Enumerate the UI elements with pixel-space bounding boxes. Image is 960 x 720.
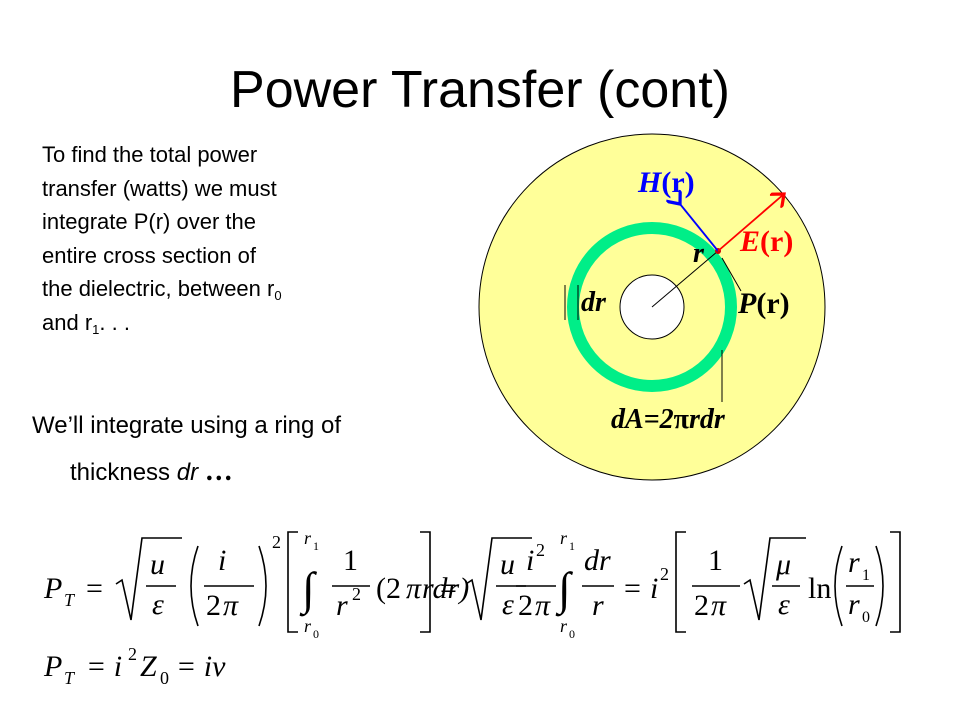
svg-text:r: r (336, 589, 348, 622)
intro-line: and r1. . . (42, 309, 130, 337)
svg-text:r: r (592, 589, 604, 622)
h-field-label: H(r) (637, 166, 695, 199)
svg-text:∫: ∫ (555, 563, 573, 617)
svg-text:i: i (218, 544, 226, 577)
svg-text:2: 2 (206, 589, 221, 622)
svg-text:r: r (848, 546, 860, 579)
bracket-right (890, 531, 901, 633)
svg-text:0: 0 (569, 627, 575, 641)
intro-line: the dielectric, between r0 (42, 276, 282, 304)
h-field-arrow (680, 204, 719, 252)
svg-text:1: 1 (343, 544, 358, 577)
slide-title: Power Transfer (cont) (230, 61, 730, 119)
integration-ring (567, 222, 737, 392)
svg-text:∫: ∫ (299, 563, 317, 617)
svg-text:r: r (304, 616, 312, 636)
svg-text:=: = (440, 572, 457, 605)
svg-text:2: 2 (660, 564, 669, 584)
radius-label: r (693, 238, 705, 269)
power-label: P(r) (737, 287, 790, 320)
sqrt-sign (465, 537, 532, 621)
bracket-left (287, 531, 298, 633)
ring-description: We’ll integrate using a ring of thicknes… (32, 408, 472, 491)
svg-text:2: 2 (128, 644, 137, 664)
svg-text:1: 1 (708, 544, 723, 577)
svg-text:ln: ln (808, 572, 831, 605)
svg-text:0: 0 (160, 668, 169, 688)
svg-text:π: π (711, 589, 727, 622)
intro-line: transfer (watts) we must (42, 175, 277, 201)
svg-text:2: 2 (352, 584, 361, 604)
svg-text:P: P (43, 572, 62, 605)
intro-paragraph: To find the total power transfer (watts)… (42, 138, 432, 340)
equation-2: P T = i 2 Z 0 = iv (43, 644, 226, 688)
svg-text:r: r (560, 528, 568, 548)
svg-text:μ: μ (775, 548, 791, 581)
sqrt-sign (115, 537, 182, 621)
svg-text:ε: ε (502, 588, 514, 621)
svg-text:π: π (223, 589, 239, 622)
e-field-arrow (717, 194, 784, 252)
paren-right (258, 545, 267, 627)
ring-line: thickness dr … (70, 456, 233, 487)
svg-text:(2: (2 (376, 572, 401, 605)
e-field-label: E(r) (739, 225, 793, 258)
svg-text:0: 0 (313, 627, 319, 641)
intro-line: To find the total power (42, 142, 258, 167)
dr-label: dr (581, 287, 607, 318)
ring-line: We’ll integrate using a ring of (32, 412, 342, 439)
area-label: dA=2πrdr (611, 404, 726, 435)
svg-text:π: π (406, 572, 422, 605)
svg-text:= i: = i (86, 650, 122, 683)
bracket-left (675, 531, 686, 633)
svg-text:i: i (650, 572, 658, 605)
svg-text:r: r (560, 616, 568, 636)
svg-text:= iv: = iv (176, 650, 226, 683)
svg-text:2: 2 (536, 540, 545, 560)
paren-left (834, 545, 843, 627)
paren-left (190, 545, 199, 627)
intro-line: entire cross section of (42, 242, 256, 268)
svg-text:0: 0 (862, 609, 870, 626)
svg-text:i: i (526, 544, 534, 577)
svg-text:dr: dr (584, 544, 611, 577)
svg-text:ε: ε (778, 588, 790, 621)
svg-text:Z: Z (140, 650, 157, 683)
svg-text:r: r (304, 528, 312, 548)
paren-right (875, 545, 884, 627)
svg-text:T: T (64, 668, 76, 688)
svg-text:1: 1 (313, 539, 319, 553)
svg-text:=: = (86, 572, 103, 605)
power-leader (721, 257, 742, 292)
bracket-right (420, 531, 431, 633)
svg-text:2: 2 (518, 589, 533, 622)
svg-text:P: P (43, 650, 62, 683)
svg-text:u: u (500, 548, 515, 581)
svg-text:u: u (150, 548, 165, 581)
sqrt-sign (743, 537, 806, 621)
intro-line: integrate P(r) over the (42, 209, 256, 235)
radius-line (651, 250, 719, 308)
svg-text:=: = (624, 572, 641, 605)
svg-text:1: 1 (862, 567, 870, 584)
svg-text:T: T (64, 590, 76, 610)
svg-text:2: 2 (694, 589, 709, 622)
svg-text:π: π (535, 589, 551, 622)
svg-text:r: r (848, 588, 860, 621)
equation-1: P T = u ε i 2 π 2 r 1 ∫ r 0 1 r 2 (2 π r… (43, 528, 901, 641)
svg-text:1: 1 (569, 539, 575, 553)
svg-text:2: 2 (272, 532, 281, 552)
svg-text:ε: ε (152, 588, 164, 621)
